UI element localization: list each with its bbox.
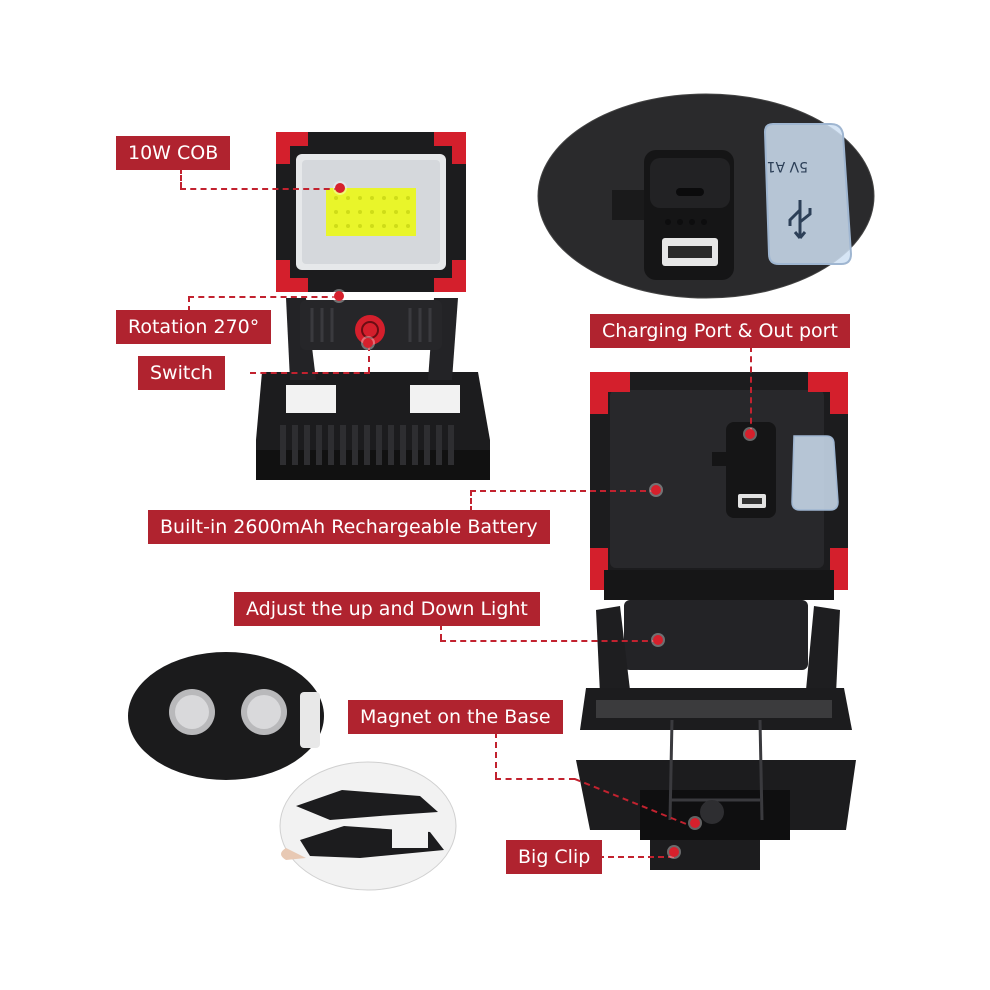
adjust-leader-h [440,640,658,642]
magnet-leader-h [495,778,575,780]
charging-leader-v [750,346,752,434]
label-10w-cob: 10W COB [116,136,231,170]
rotation-leader-h [188,296,338,298]
adjust-leader-v [440,624,442,640]
adjust-pointer-dot [653,635,663,645]
battery-leader-v [470,490,472,512]
clip-leader-h [598,856,674,858]
rotation-pointer-dot [334,291,344,301]
cob-pointer-dot [335,183,345,193]
battery-pointer-dot [651,485,661,495]
label-magnet: Magnet on the Base [348,700,563,734]
charging-pointer-dot [745,429,755,439]
switch-leader-v [368,345,370,373]
magnet-leader-v [495,732,497,778]
cob-leader-h [180,188,340,190]
battery-leader-h [470,490,656,492]
label-adjust-light: Adjust the up and Down Light [234,592,540,626]
clip-pointer-dot [669,847,679,857]
label-battery: Built-in 2600mAh Rechargeable Battery [148,510,550,544]
label-rotation: Rotation 270° [116,310,272,344]
magnet-pointer-dot [690,818,700,828]
label-big-clip: Big Clip [506,840,603,874]
switch-pointer-dot [363,338,373,348]
cob-leader-v [180,168,182,188]
switch-leader-h [250,372,370,374]
svg-text:5V A1: 5V A1 [767,158,808,174]
label-switch: Switch [138,356,225,390]
label-charging-port: Charging Port & Out port [590,314,850,348]
rotation-leader-v [188,296,190,312]
